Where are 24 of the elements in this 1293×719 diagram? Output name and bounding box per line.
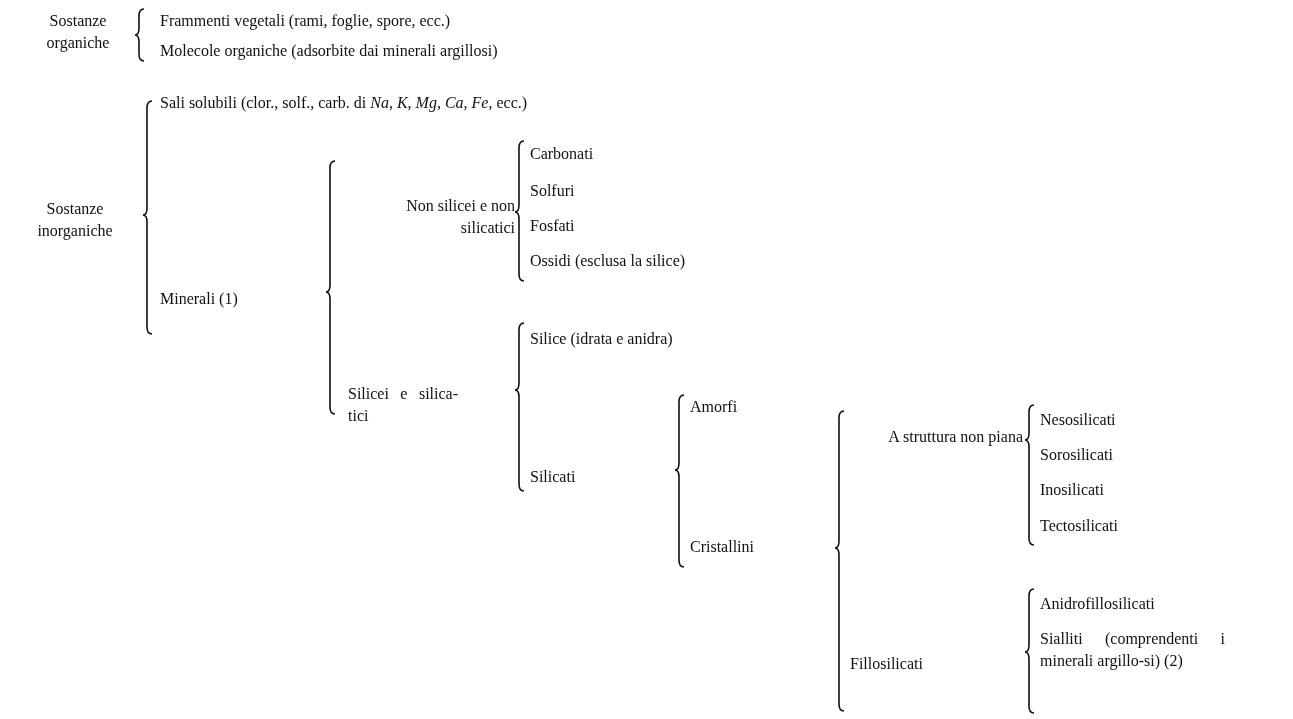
classification-label: Minerali (1): [160, 290, 238, 307]
classification-label: Sialliti (comprendenti i minerali argillo-si) (2): [1040, 630, 1225, 669]
classification-label: Non silicei e non silicatici: [406, 197, 515, 236]
classification-label: Silice (idrata e anidra): [530, 330, 673, 347]
classification-label: Nesosilicati: [1040, 411, 1116, 428]
classification-label: Tectosilicati: [1040, 517, 1118, 534]
classification-label: Fosfati: [530, 217, 575, 234]
classification-label: Carbonati: [530, 145, 594, 162]
classification-label: Cristallini: [690, 538, 754, 555]
classification-label: Sostanze organiche: [46, 12, 110, 51]
classification-label: Silicati: [530, 468, 576, 485]
classification-label: Anidrofillosilicati: [1040, 595, 1155, 612]
classification-label: Fillosilicati: [850, 655, 923, 672]
classification-label: Sorosilicati: [1040, 446, 1113, 463]
classification-label: Inosilicati: [1040, 481, 1104, 498]
classification-label: Ossidi (esclusa la silice): [530, 252, 686, 269]
classification-label: Sostanze inorganiche: [37, 200, 113, 239]
classification-label: Silicei e silica-tici: [348, 385, 458, 424]
classification-label: Sali solubili (clor., solf., carb. di Na, K, Mg, Ca, Fe, ecc.): [160, 94, 528, 111]
classification-label: Amorfi: [690, 398, 738, 415]
classification-label: Solfuri: [530, 182, 575, 199]
classification-label: A struttura non piana: [888, 428, 1023, 445]
classification-label: Frammenti vegetali (rami, foglie, spore, ecc.): [160, 12, 451, 29]
classification-label: Molecole organiche (adsorbite dai minerali argillosi): [160, 42, 498, 59]
